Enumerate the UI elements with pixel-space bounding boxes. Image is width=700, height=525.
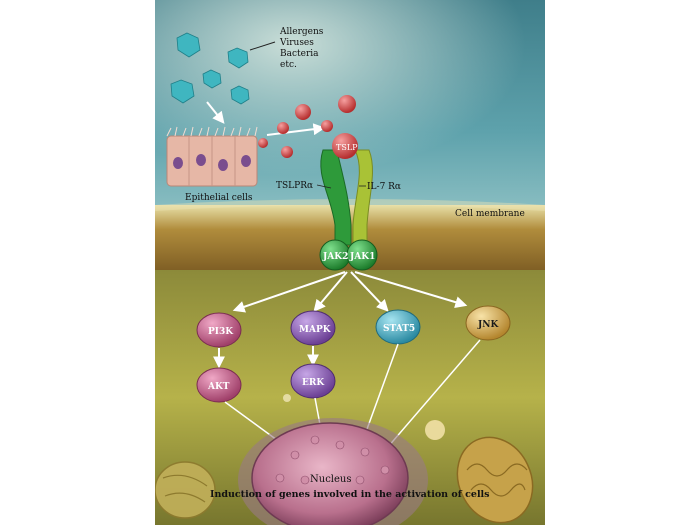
pi3k-label: PI3K [208, 327, 234, 337]
jak-pathway-arrows [232, 271, 468, 313]
jnk-label: JNK [477, 320, 499, 330]
cell-membrane-label: Cell membrane [455, 209, 525, 219]
nucleus [238, 418, 428, 525]
stat5-label: STAT5 [383, 324, 415, 334]
jak2-label: JAK2 [322, 252, 348, 262]
tslp-molecules [258, 95, 356, 158]
nucleus-label: Nucleus [310, 474, 351, 485]
epithelial-cells [166, 126, 258, 187]
membrane-bristles [155, 199, 545, 211]
stimulus-label-etc: etc. [280, 60, 297, 70]
arrow-tslp-secretion [266, 123, 326, 136]
jnk-node [465, 305, 511, 341]
epithelial-cells-label: Epithelial cells [185, 193, 253, 203]
organelles [155, 394, 534, 524]
il7r-alpha-label: IL-7 Rα [367, 182, 401, 192]
stimulus-label-allergens: Allergens [279, 27, 324, 37]
caption-text: Induction of genes involved in the activ… [210, 489, 490, 500]
akt-node [196, 367, 242, 403]
tslp-bound-ligand [332, 133, 358, 159]
jak-proteins [319, 239, 378, 271]
mapk-node [290, 310, 336, 346]
akt-label: AKT [207, 382, 230, 392]
erk-node [290, 363, 336, 399]
jak1-label: JAK1 [349, 252, 375, 262]
erk-label: ERK [302, 378, 325, 388]
stimulus-label-viruses: Viruses [279, 38, 314, 48]
pi3k-node [196, 312, 242, 348]
tslpr-alpha-label: TSLPRα [276, 181, 313, 191]
stimulus-label-bacteria: Bacteria [280, 49, 319, 59]
mapk-label: MAPK [299, 325, 332, 335]
signaling-diagram: Allergens Viruses Bacteria etc. Epitheli… [155, 0, 545, 525]
tslp-label: TSLP [336, 143, 358, 152]
virus-icon [170, 32, 250, 105]
arrow-to-epithelium [206, 101, 225, 124]
